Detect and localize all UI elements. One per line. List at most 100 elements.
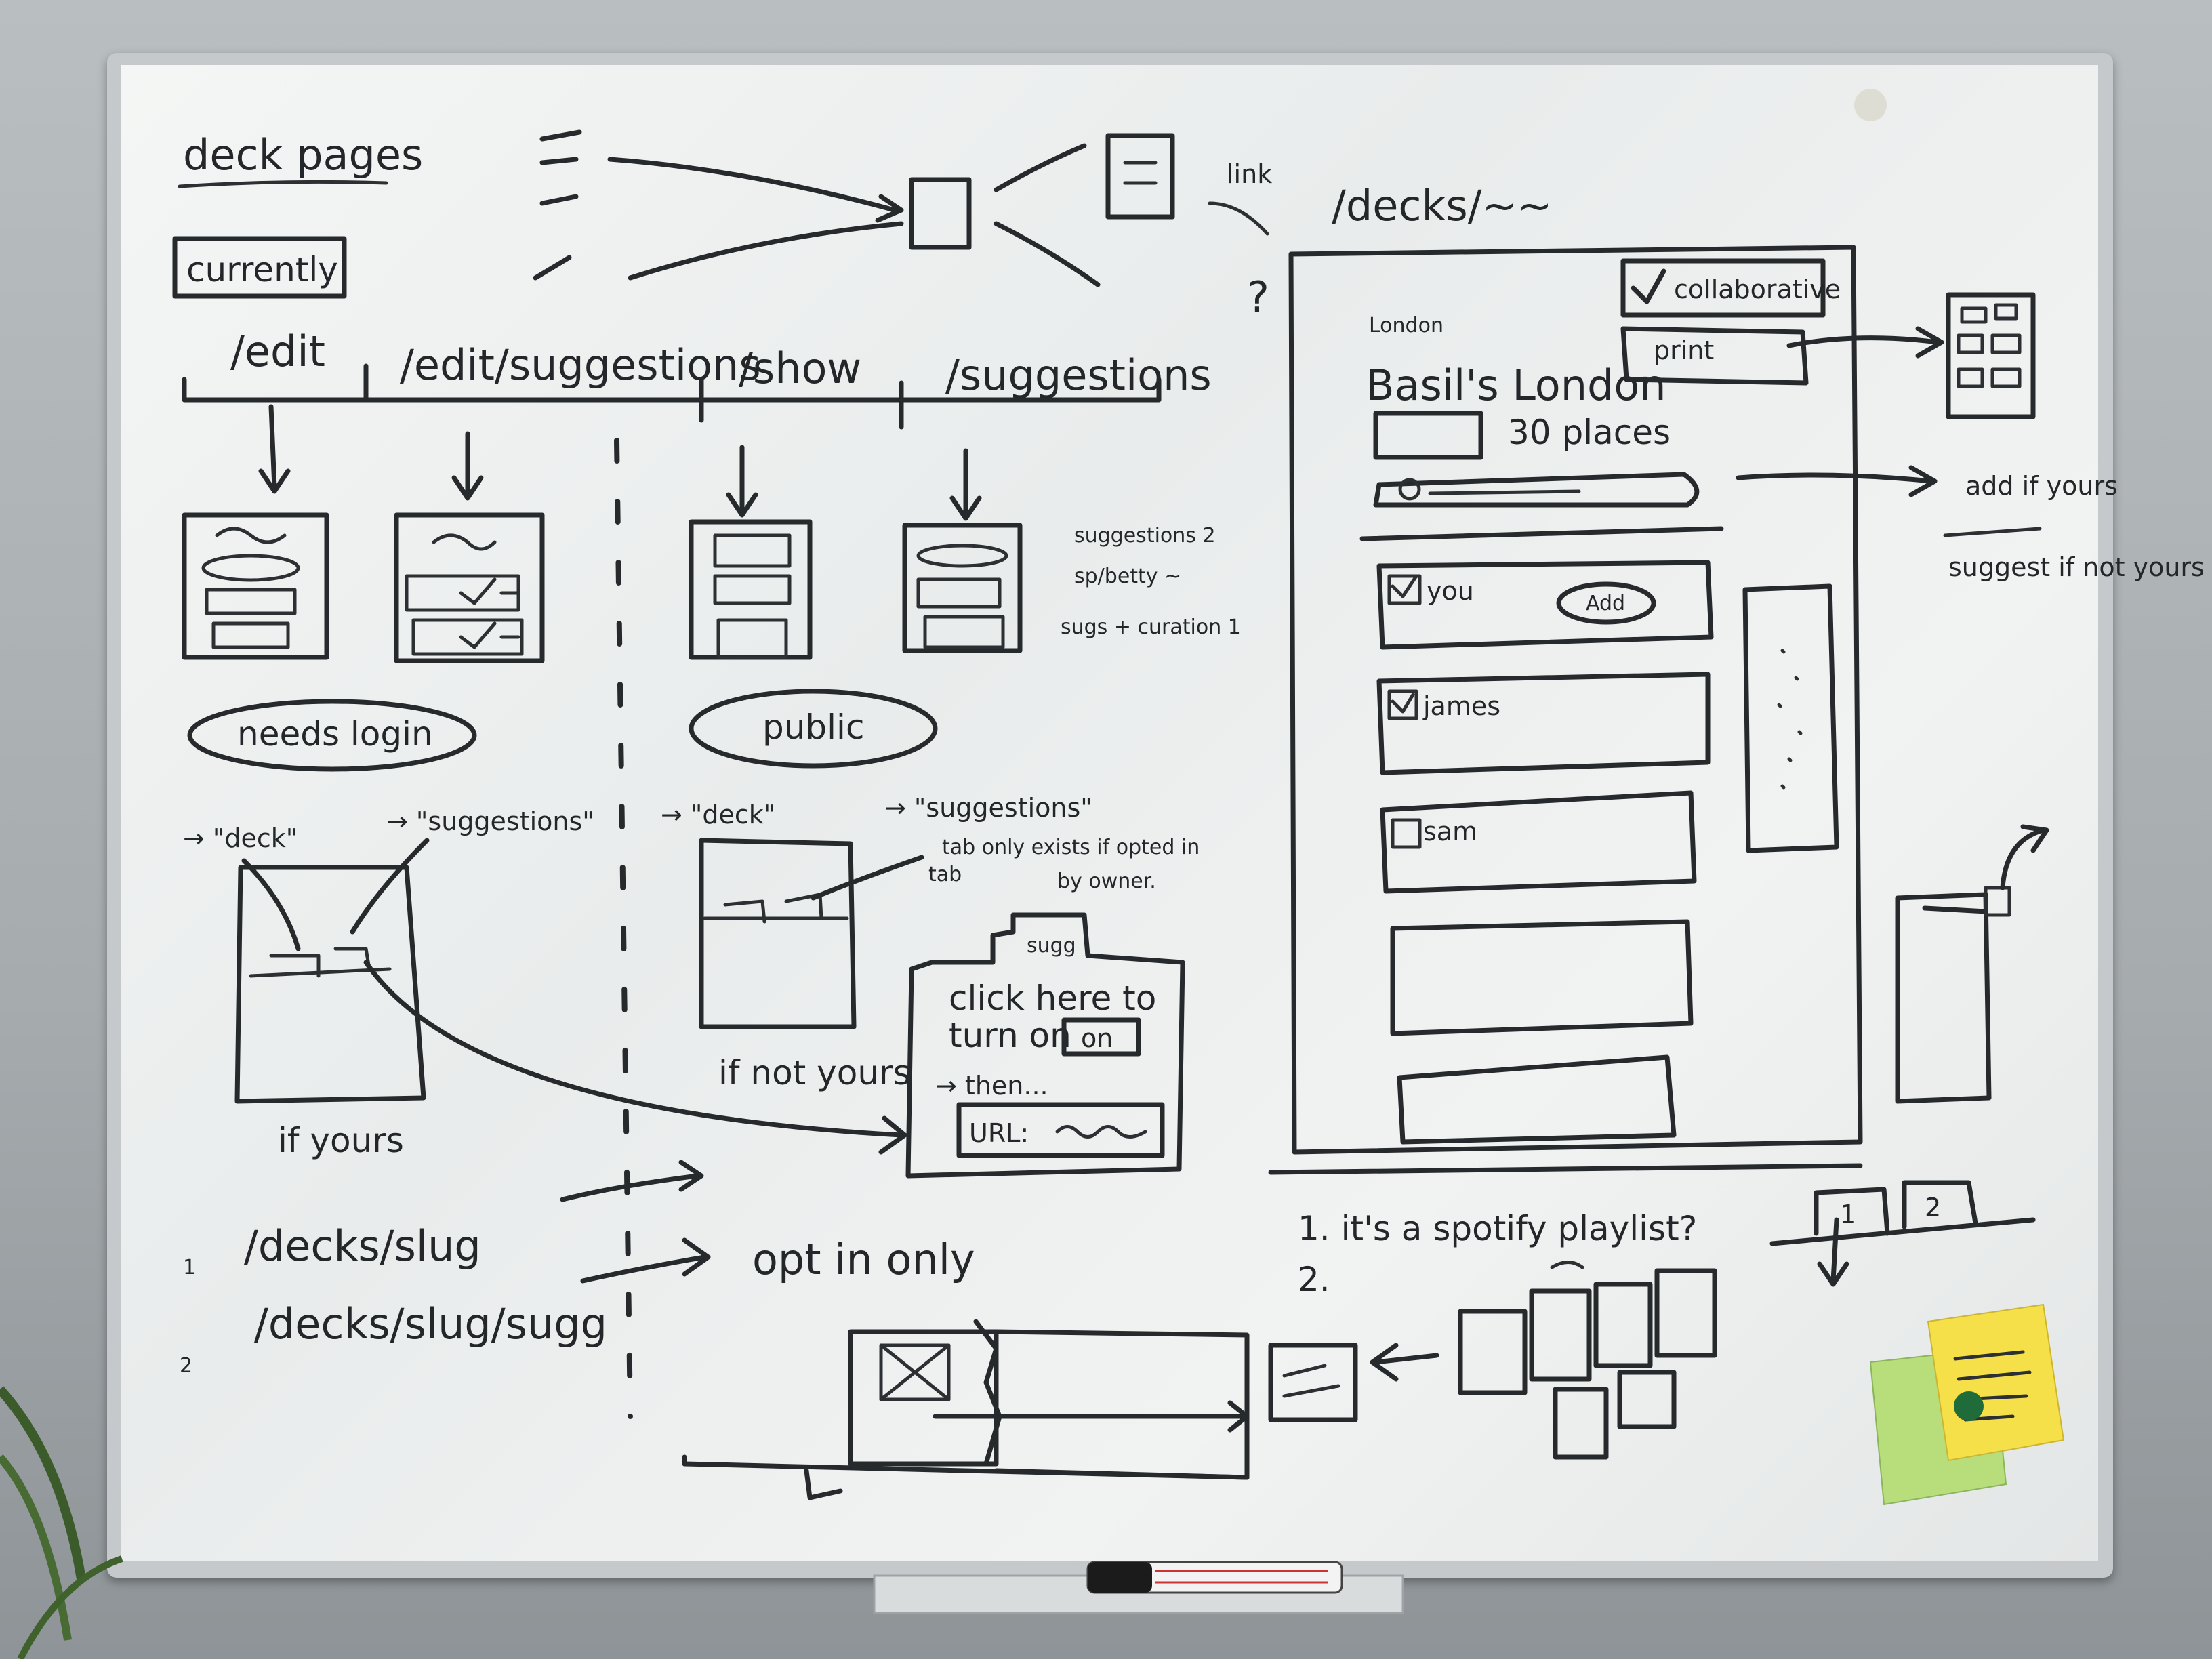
print-label: print: [1654, 335, 1714, 365]
add-arrow: [1736, 465, 1938, 497]
mid-tab-strip: [703, 893, 849, 924]
board-title: deck pages: [183, 130, 423, 180]
squiggle: [215, 527, 287, 544]
curved-arrow: [363, 960, 904, 1138]
small-box: [909, 177, 972, 250]
currently-label: currently: [186, 250, 338, 289]
small-card-lines: [1282, 1364, 1340, 1398]
check-icon: [1631, 268, 1666, 304]
collaborative-box: [1620, 258, 1826, 318]
row-name-1: you: [1427, 576, 1474, 606]
mini-page-toggle: [1984, 886, 2011, 917]
image-placeholder-icon: [879, 1343, 951, 1401]
tab-down-arrow: [1817, 1217, 1849, 1287]
deck-row: [1380, 790, 1697, 894]
side-note-divider: [1943, 527, 2042, 537]
sugg-line2: turn on: [949, 1016, 1071, 1055]
marker-icon: [1086, 1561, 1343, 1594]
mid-tab-frame: [699, 838, 857, 1029]
card-stack: [1593, 1282, 1653, 1368]
sugg-toggle: [1061, 1017, 1141, 1057]
arrow-head: [875, 194, 904, 223]
card-stack: [1458, 1309, 1528, 1395]
left-tab-frame: [234, 865, 426, 1104]
sugg-toggle-label: on: [1081, 1023, 1113, 1053]
slug-route-1: /decks/slug: [244, 1221, 481, 1271]
curved-arrow-head: [878, 1115, 907, 1155]
row-name-2: james: [1422, 691, 1500, 721]
wire-row: [716, 618, 788, 659]
card-stack: [1529, 1288, 1592, 1382]
sugg-tab-label: sugg: [1027, 934, 1076, 958]
mid-caption: if not yours: [718, 1053, 911, 1092]
arrow-down-3: [726, 445, 758, 518]
row-checkbox: [1391, 818, 1422, 849]
needs-login-oval: [187, 699, 477, 772]
scrollbar-sketch[interactable]: [1742, 583, 1839, 853]
wireframe-edit-suggestions: [394, 512, 545, 663]
arrow-down-4: [949, 448, 982, 521]
opt-in-only-label: opt in only: [752, 1235, 975, 1284]
check-icon: [459, 621, 520, 649]
route-show: /show: [739, 344, 861, 393]
bottom-image-panel: [848, 1329, 999, 1467]
row-checkbox: [1387, 689, 1418, 720]
slug-num-2: 2: [180, 1354, 192, 1378]
left-caption: if yours: [278, 1121, 404, 1160]
dashed-divider: [614, 438, 633, 1419]
search-icon: [1398, 478, 1421, 501]
print-box: [1620, 326, 1809, 386]
dash-marks: [533, 129, 582, 281]
collaborative-label: collaborative: [1674, 274, 1841, 304]
deck-title: Basil's London: [1366, 361, 1666, 410]
wire-row: [923, 615, 1005, 649]
route-edit: /edit: [230, 327, 325, 376]
mid-suggestions-label: → "suggestions": [884, 793, 1092, 823]
pointer-arrows: [241, 838, 430, 951]
board-smudge: [1854, 89, 1887, 121]
side-note-suggest: suggest if not yours: [1948, 552, 2205, 582]
squiggle: [432, 533, 497, 551]
bottom-arrow: [933, 1400, 1250, 1433]
wire-row: [411, 618, 524, 656]
bottom-base: [682, 1454, 1250, 1500]
places-count: 30 places: [1508, 413, 1671, 452]
sugg-line1: click here to: [949, 979, 1156, 1018]
squiggle: [1550, 1261, 1584, 1269]
sugg-panel-frame: [905, 912, 1185, 1179]
doc-sketch: [1105, 133, 1175, 220]
scroll-dots: [1777, 649, 1803, 790]
wire-row: [916, 577, 1002, 609]
arrow-down-2: [451, 431, 484, 501]
search-line: [1428, 489, 1581, 495]
route-suggestions: /suggestions: [945, 350, 1212, 400]
mid-note-2: tab: [928, 863, 962, 886]
rays: [994, 143, 1101, 287]
card-stack: [1553, 1387, 1609, 1460]
mid-pointer: [811, 855, 924, 901]
mini-page: [1895, 892, 1992, 1104]
deck-row: [1390, 919, 1694, 1036]
side-note-2: sp/betty ~: [1074, 565, 1181, 588]
arrow-down-1: [258, 404, 291, 494]
row-name-3: sam: [1423, 817, 1477, 846]
url-squiggle: [1055, 1125, 1147, 1139]
wire-row: [205, 588, 297, 615]
deck-row: [1397, 1054, 1677, 1145]
mid-note-3: by owner.: [1057, 869, 1156, 893]
deck-divider: [1359, 526, 1724, 541]
tab-two-label: 2: [1925, 1193, 1941, 1223]
plant-leaves: [0, 1386, 123, 1659]
spotify-question: 1. it's a spotify playlist?: [1298, 1209, 1697, 1248]
deck-page-baseline: [1268, 1163, 1863, 1175]
mini-page-arrow: [2000, 824, 2049, 890]
wire-row: [713, 574, 792, 605]
mid-note-1: tab only exists if opted in: [942, 836, 1200, 859]
small-card: [1268, 1343, 1358, 1422]
check-icon: [459, 577, 520, 605]
wireframe-edit: [182, 512, 329, 660]
city-small: London: [1369, 314, 1443, 337]
print-preview-grid: [1957, 303, 2022, 388]
doc-lines: [1123, 161, 1158, 185]
